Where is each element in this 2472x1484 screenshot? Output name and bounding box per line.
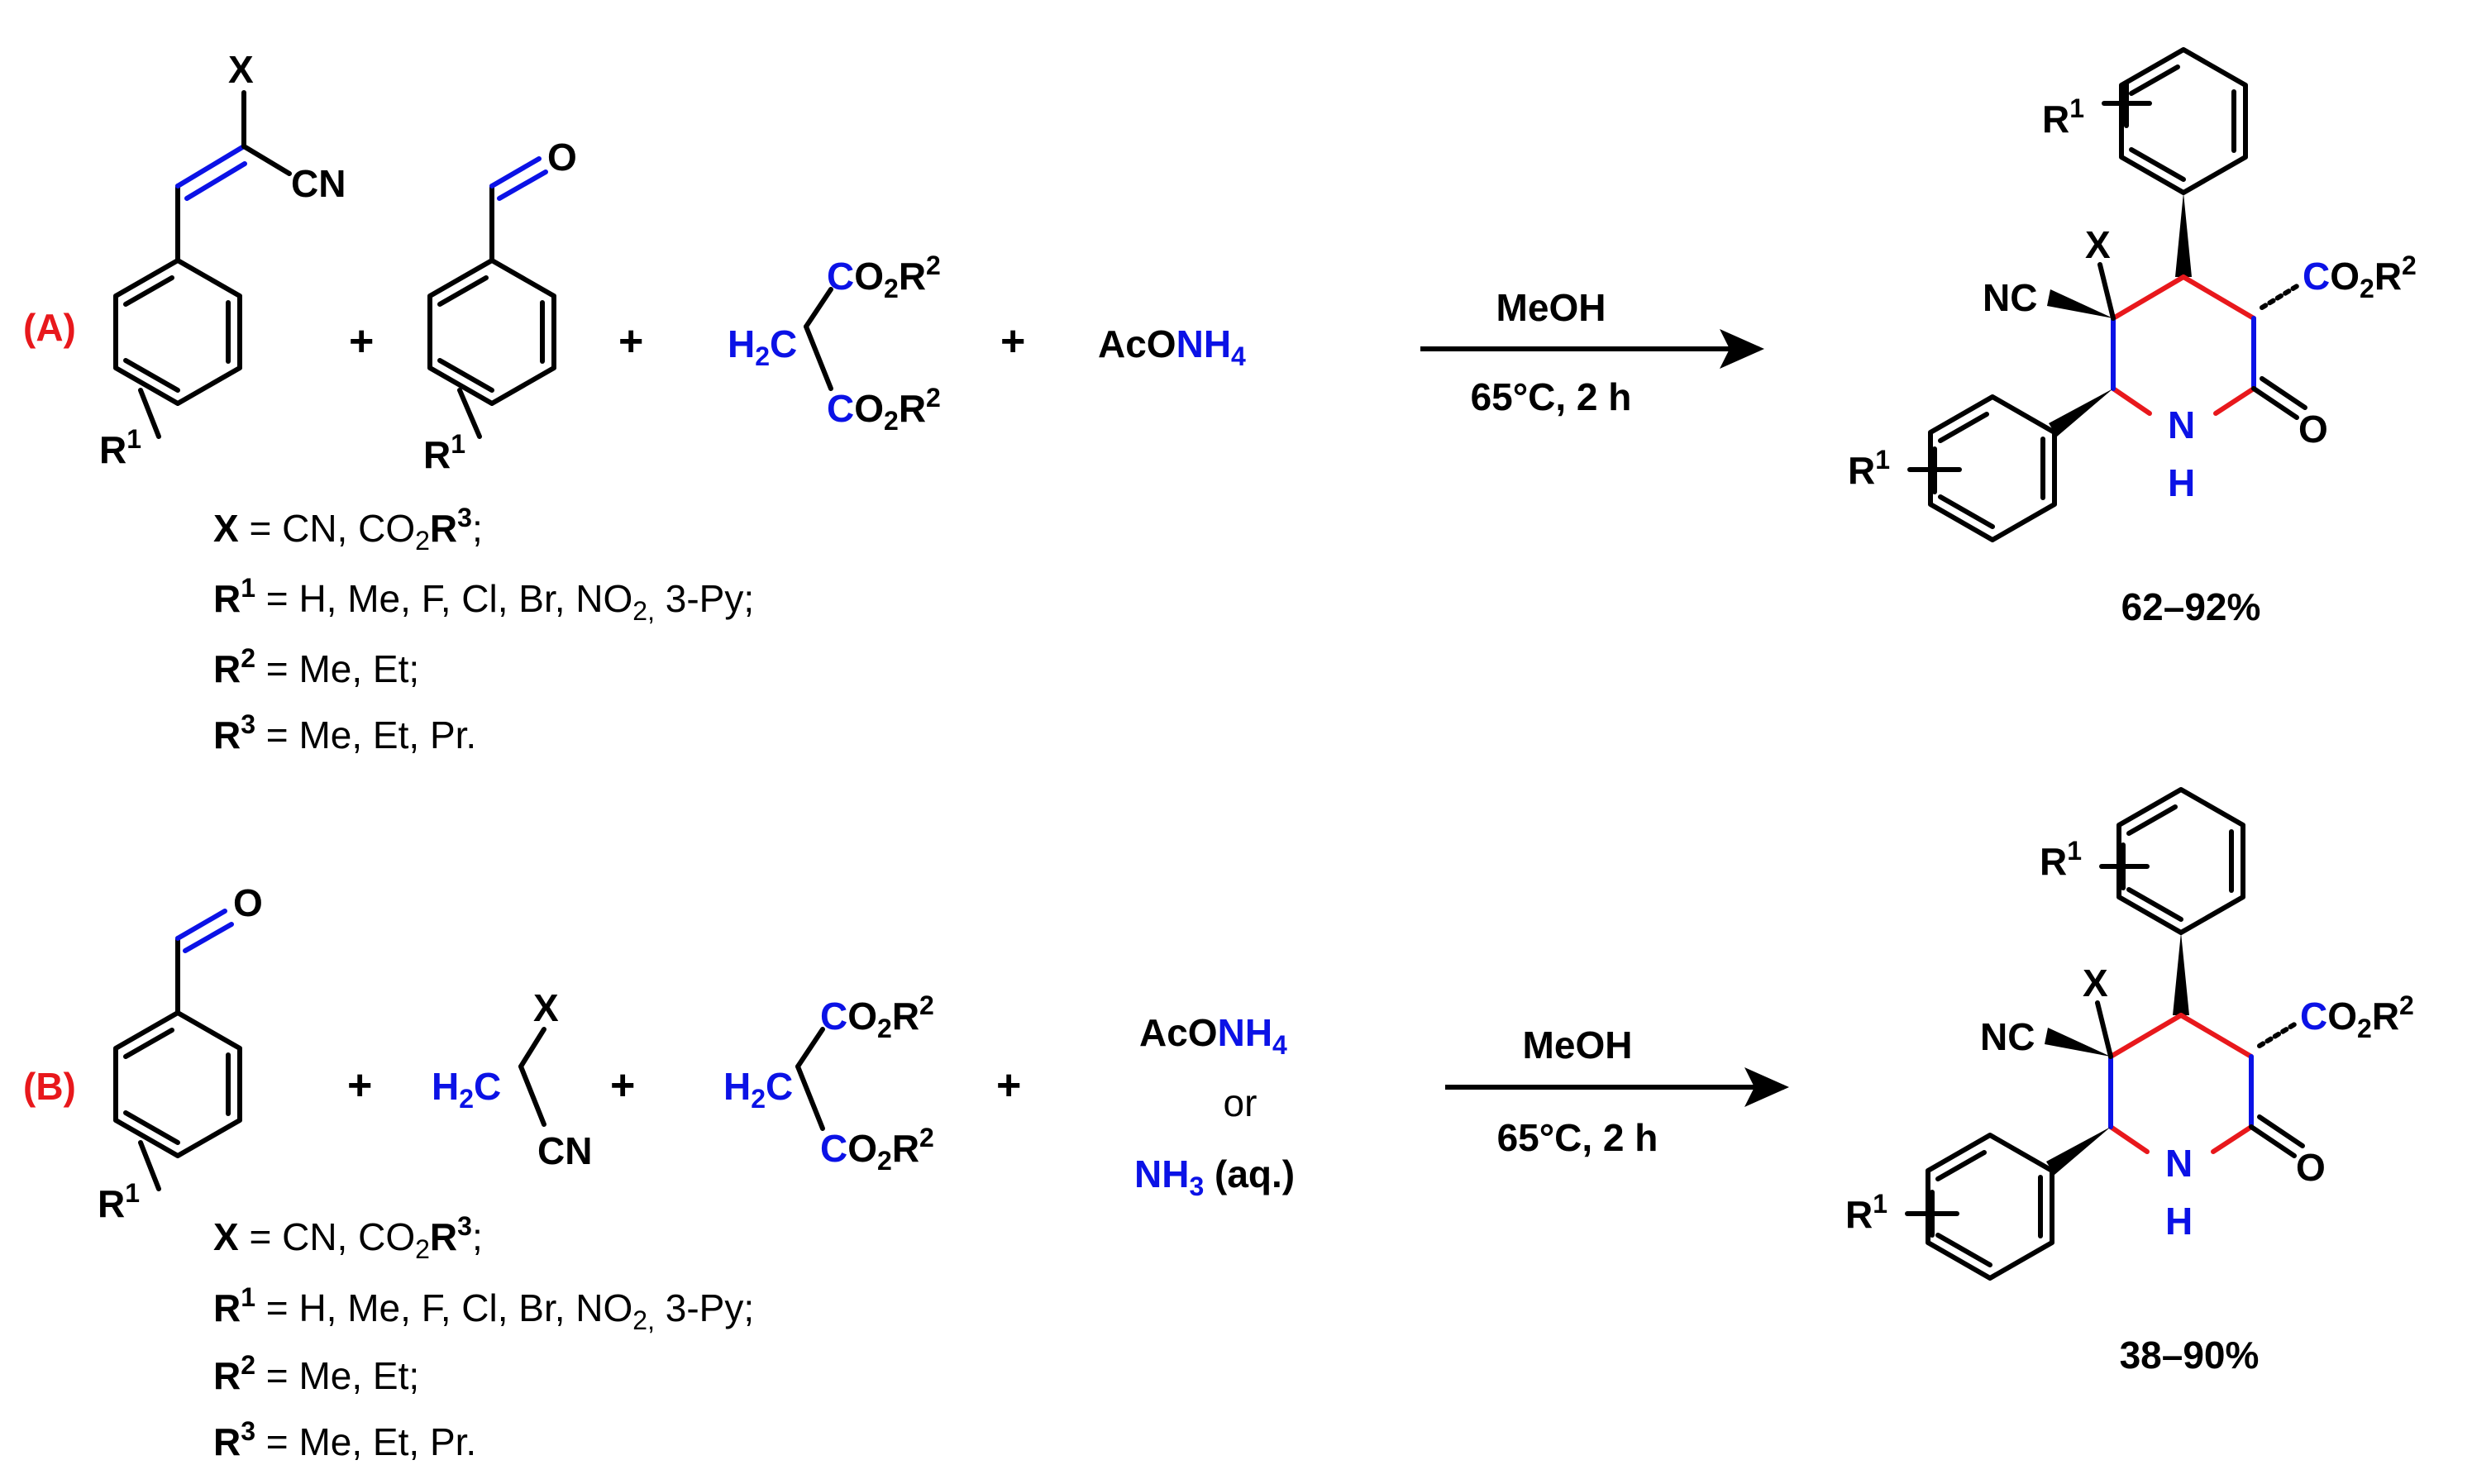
malonate-ester: H2C CO2R2 CO2R2 <box>723 990 934 1176</box>
aldehyde-r1: R1 <box>98 1178 140 1225</box>
definition-line: R2 = Me, Et; <box>213 1350 419 1397</box>
temperature-time: 65°C, 2 h <box>1471 375 1632 418</box>
reaction-a: (A) X CN R1 + O <box>23 47 2417 756</box>
plus-sign: + <box>347 1062 372 1109</box>
definitions-b: X = CN, CO2R3; R1 = H, Me, F, Cl, Br, NO… <box>213 1211 754 1463</box>
definition-line: X = CN, CO2R3; <box>213 503 483 556</box>
malonate-ch2: H2C <box>723 1065 793 1114</box>
product-r1-bottom: R1 <box>1848 445 1890 492</box>
malonate-ester-top: CO2R2 <box>827 251 941 303</box>
aldehyde-r1: R1 <box>423 429 465 476</box>
product-carbonyl-oxygen: O <box>2296 1146 2326 1189</box>
aryl-ring <box>1926 1133 2054 1281</box>
plus-sign: + <box>618 317 643 365</box>
plus-sign: + <box>996 1062 1021 1109</box>
definition-line: R1 = H, Me, F, Cl, Br, NO2, 3-Py; <box>213 1282 754 1335</box>
product-r1-bottom: R1 <box>1845 1189 1887 1236</box>
alkene-x: X <box>228 48 254 91</box>
temperature-time: 65°C, 2 h <box>1497 1116 1658 1159</box>
aqueous-ammonia: NH3 (aq.) <box>1134 1152 1295 1201</box>
piperidinone-product: X NC CO2R2 N H O R1 R1 <box>1845 787 2414 1281</box>
wedge-bond <box>2173 933 2189 1015</box>
plus-sign: + <box>610 1062 635 1109</box>
aryl-ring <box>2119 47 2248 195</box>
aryl-ring <box>2116 787 2245 935</box>
aryl-ring <box>1928 394 2057 542</box>
product-nh-hydrogen: H <box>2168 461 2195 504</box>
reaction-b-label: (B) <box>23 1065 76 1108</box>
malonate-ch2: H2C <box>728 322 797 371</box>
alkene-r1: R1 <box>99 424 141 471</box>
or-text: or <box>1224 1081 1257 1124</box>
product-carbonyl-oxygen: O <box>2298 408 2328 451</box>
malonate-ester-bottom: CO2R2 <box>827 383 941 436</box>
plus-sign: + <box>349 317 374 365</box>
aryl-ring <box>113 258 242 406</box>
plus-sign: + <box>1000 317 1025 365</box>
malonate-ester: H2C CO2R2 CO2R2 <box>728 251 941 436</box>
malonate-ester-top: CO2R2 <box>820 990 934 1043</box>
wedge-bond <box>2046 1127 2111 1175</box>
product-x: X <box>2085 223 2111 266</box>
aldehyde-oxygen: O <box>547 136 577 179</box>
wedge-bond <box>2045 1028 2111 1057</box>
aryl-ring <box>113 1010 242 1158</box>
product-ester: CO2R2 <box>2300 990 2414 1043</box>
alkene-cn: CN <box>291 162 346 205</box>
nitrile-cn: CN <box>537 1129 592 1172</box>
product-nh-hydrogen: H <box>2165 1200 2193 1243</box>
wedge-bond <box>2047 289 2113 318</box>
definition-line: R3 = Me, Et, Pr. <box>213 1416 476 1463</box>
definitions-a: X = CN, CO2R3; R1 = H, Me, F, Cl, Br, NO… <box>213 503 754 756</box>
reaction-a-label: (A) <box>23 306 76 349</box>
solvent: MeOH <box>1496 286 1606 329</box>
ammonium-acetate: AcONH4 <box>1139 1011 1287 1060</box>
definition-line: R3 = Me, Et, Pr. <box>213 709 476 756</box>
product-x: X <box>2083 961 2108 1004</box>
wedge-bond <box>2049 389 2113 437</box>
reaction-b: (B) O R1 + X H2C CN + H2C <box>23 787 2414 1463</box>
definition-line: X = CN, CO2R3; <box>213 1211 483 1264</box>
piperidinone-product: X NC CO2R2 N H O R1 R1 <box>1848 47 2417 542</box>
ammonium-acetate: AcONH4 <box>1098 322 1246 371</box>
aryl-ring <box>427 258 556 406</box>
product-ester: CO2R2 <box>2303 251 2417 303</box>
definition-line: R1 = H, Me, F, Cl, Br, NO2, 3-Py; <box>213 573 754 626</box>
product-r1-top: R1 <box>2042 93 2084 141</box>
product-nitrogen: N <box>2165 1142 2193 1185</box>
malonate-ester-bottom: CO2R2 <box>820 1123 934 1176</box>
arylidene-nitrile: X CN R1 <box>99 48 346 471</box>
product-nitrogen: N <box>2168 403 2195 446</box>
product-r1-top: R1 <box>2040 836 2082 883</box>
nitrile-ch2: H2C <box>432 1065 501 1114</box>
aryl-aldehyde: O R1 <box>423 136 577 476</box>
active-methylene-nitrile: X H2C CN <box>432 986 592 1172</box>
aldehyde-oxygen: O <box>233 881 263 924</box>
yield: 38–90% <box>2120 1334 2260 1377</box>
nitrile-x: X <box>533 986 559 1029</box>
yield: 62–92% <box>2121 585 2261 628</box>
aryl-aldehyde: O R1 <box>98 881 263 1225</box>
product-nc: NC <box>1983 276 2037 319</box>
product-nc: NC <box>1980 1015 2035 1058</box>
solvent: MeOH <box>1523 1024 1633 1066</box>
wedge-bond <box>2175 193 2192 277</box>
definition-line: R2 = Me, Et; <box>213 643 419 690</box>
